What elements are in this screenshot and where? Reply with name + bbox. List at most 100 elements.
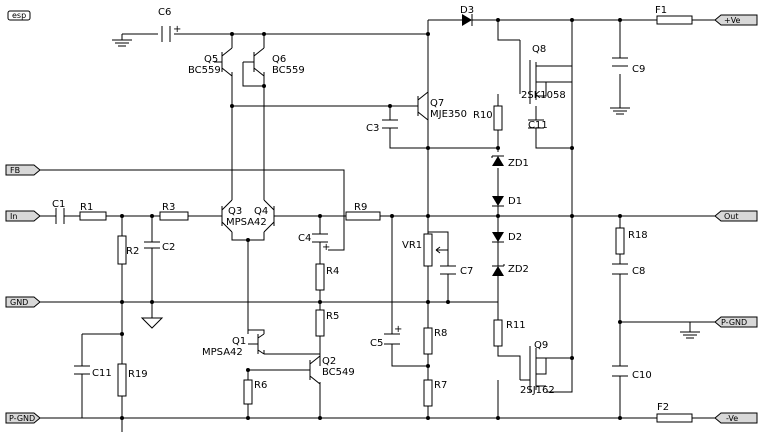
label-zd1: ZD1	[508, 158, 529, 169]
capacitor-c10	[612, 365, 628, 377]
label-c8: C8	[632, 266, 645, 277]
label-c4-plus: +	[322, 242, 330, 253]
label-c11-bottom: C11	[92, 368, 112, 379]
label-r19: R19	[128, 369, 148, 380]
capacitor-c3	[382, 119, 398, 129]
capacitor-c2	[144, 241, 160, 249]
resistor-r10	[493, 105, 503, 131]
label-c1: C1	[52, 199, 65, 210]
resistor-r11	[493, 319, 503, 347]
resistor-r1	[79, 211, 107, 221]
transistor-q4	[263, 199, 280, 233]
label-c6-plus: +	[173, 24, 181, 35]
ground-symbol-right	[680, 331, 700, 339]
svg-text:P-GND: P-GND	[9, 414, 35, 423]
resistor-r18	[615, 227, 625, 255]
potentiometer-vr1	[423, 233, 444, 267]
port-in: In	[5, 210, 41, 222]
transistor-q2	[300, 355, 321, 385]
label-r6: R6	[254, 380, 267, 391]
label-d3: D3	[460, 5, 474, 16]
zener-zd2	[492, 264, 505, 276]
label-d1: D1	[508, 196, 522, 207]
label-q6-type: BC559	[272, 65, 305, 76]
mosfet-q9	[529, 346, 547, 392]
label-r18: R18	[628, 230, 648, 241]
label-r11: R11	[506, 320, 526, 331]
label-r2: R2	[126, 246, 139, 257]
diode-d3	[462, 14, 473, 26]
resistor-r3	[159, 211, 189, 221]
diode-d1	[492, 196, 504, 207]
capacitor-c7	[440, 265, 456, 275]
label-zd2: ZD2	[508, 264, 529, 275]
svg-text:In: In	[10, 212, 17, 221]
capacitor-c4	[312, 233, 328, 243]
label-f1: F1	[655, 5, 667, 16]
label-c5: C5	[370, 338, 383, 349]
fuse-f1	[656, 15, 693, 25]
svg-text:FB: FB	[10, 166, 20, 175]
label-r7: R7	[434, 380, 447, 391]
label-c11-top: C11	[528, 120, 548, 131]
label-q7: Q7	[430, 98, 444, 109]
label-r4: R4	[326, 266, 339, 277]
label-q2: Q2	[322, 356, 336, 367]
capacitor-c5	[384, 333, 400, 345]
label-r1: R1	[80, 202, 93, 213]
resistor-r19	[117, 363, 127, 397]
capacitor-c1	[55, 208, 65, 224]
fuse-f2	[656, 413, 693, 423]
zener-zd1	[491, 155, 504, 166]
port-fb: FB	[5, 164, 41, 176]
port-pgnd-left: P-GND	[5, 412, 41, 424]
label-d2: D2	[508, 232, 522, 243]
resistor-r6	[243, 379, 253, 405]
label-c4: C4	[298, 233, 311, 244]
wires	[40, 19, 715, 432]
label-q8: Q8	[532, 44, 546, 55]
transistor-q1	[248, 333, 265, 355]
capacitor-c6	[161, 26, 171, 42]
label-f2: F2	[657, 402, 669, 413]
label-q6: Q6	[272, 54, 286, 65]
capacitor-c9	[612, 57, 628, 67]
label-vr1: VR1	[402, 240, 422, 251]
label-q5-type: BC559	[188, 65, 221, 76]
label-r3: R3	[162, 202, 175, 213]
mosfet-q8	[529, 60, 572, 104]
transistor-q5	[214, 47, 233, 77]
label-q2-type: BC549	[322, 367, 355, 378]
label-q34-type: MPSA42	[226, 217, 267, 228]
junctions	[120, 18, 622, 420]
label-r10: R10	[473, 110, 493, 121]
resistor-r2	[117, 235, 127, 265]
port-pgnd-right: P-GND	[714, 316, 758, 328]
label-c7: C7	[460, 266, 473, 277]
resistor-r7	[423, 379, 433, 407]
ground-symbol-top-left	[112, 39, 132, 47]
resistor-r9	[345, 211, 381, 221]
svg-text:esp: esp	[12, 11, 26, 20]
component-labels: C6 + D3 F1 Q8 Q5 BC559 Q6 BC559 C9 Q7 MJ…	[52, 5, 669, 413]
svg-text:-Ve: -Ve	[726, 414, 738, 423]
resistor-r4	[315, 263, 325, 291]
port-out: Out	[714, 210, 758, 222]
label-q1-type: MPSA42	[202, 347, 243, 358]
label-q9-type: 2SJ162	[520, 385, 555, 396]
label-c6: C6	[158, 7, 171, 18]
capacitor-c11-top	[528, 119, 544, 129]
label-q9: Q9	[534, 340, 548, 351]
label-q7-type: MJE350	[430, 109, 467, 120]
label-q8-type: 2SK1058	[521, 90, 566, 101]
label-c3: C3	[366, 123, 379, 134]
label-q3: Q3	[228, 206, 242, 217]
resistor-r5	[315, 309, 325, 337]
capacitor-c11-bottom	[74, 365, 90, 375]
label-c10: C10	[632, 370, 652, 381]
port-gnd: GND	[5, 296, 41, 308]
transistor-q7	[412, 91, 429, 121]
svg-text:Out: Out	[724, 212, 739, 221]
label-c2: C2	[162, 242, 175, 253]
